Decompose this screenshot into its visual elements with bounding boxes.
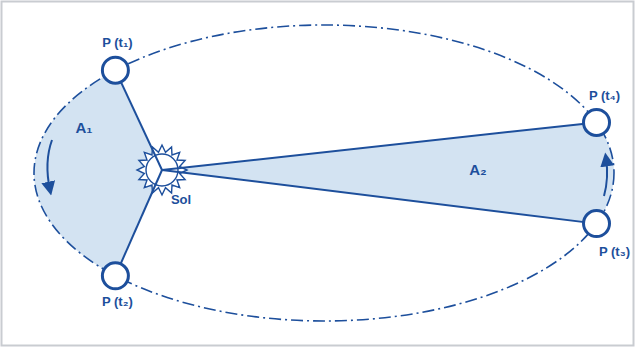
radius-line <box>162 170 597 224</box>
planet-symbol <box>102 263 128 289</box>
area-label: A₁ <box>75 120 92 137</box>
area-sector <box>162 122 614 223</box>
motion-arrow <box>604 158 607 196</box>
motion-arrow <box>47 140 52 190</box>
position-label: P (t₃) <box>599 244 630 258</box>
sun-label: Sol <box>171 193 191 207</box>
position-label: P (t₄) <box>589 89 620 103</box>
planet-symbol <box>102 57 128 83</box>
orbit-ellipse <box>34 25 614 321</box>
position-label: P (t₂) <box>102 295 133 309</box>
planet-symbol <box>584 109 610 135</box>
area-label: A₂ <box>469 162 487 179</box>
radius-line <box>115 170 162 276</box>
radius-line <box>115 70 162 170</box>
position-label: P (t₁) <box>102 36 132 50</box>
radius-line <box>162 122 597 170</box>
planet-symbol <box>584 211 610 237</box>
